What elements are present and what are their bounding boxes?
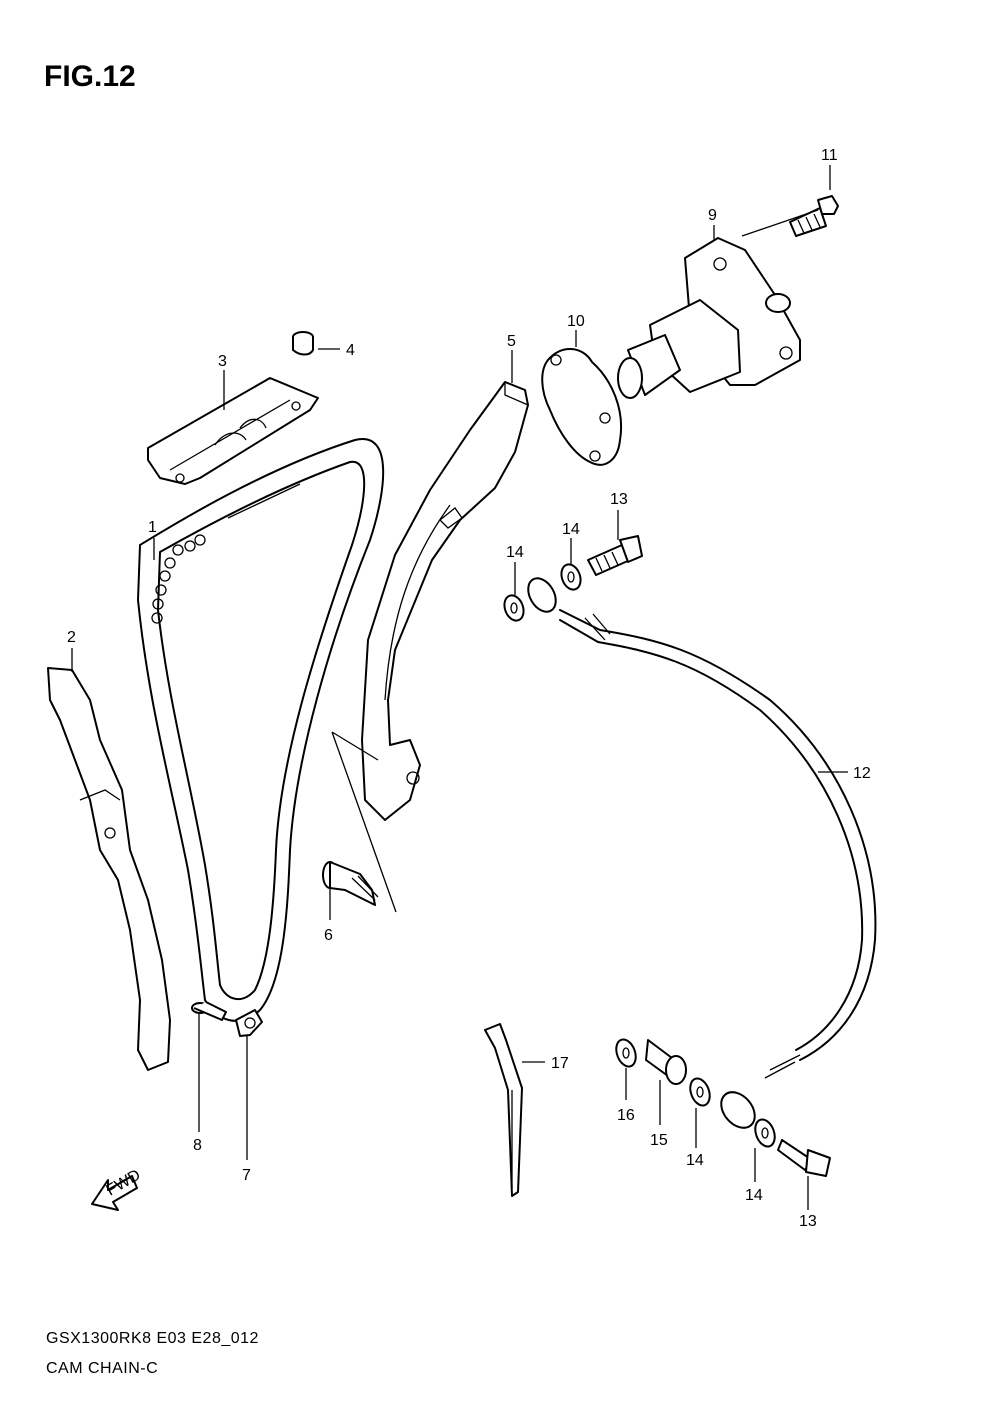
cam-chain-guide-rear: [47, 667, 171, 1071]
callout-5: 5: [507, 333, 516, 350]
caption-model-code: GSX1300RK8 E03 E28_012: [46, 1330, 259, 1347]
callout-14-d: 14: [745, 1187, 763, 1204]
washer-14: [503, 563, 776, 1148]
callout-13-upper: 13: [610, 491, 628, 508]
fwd-arrow-icon: FWD: [91, 1167, 144, 1211]
bolt-13-lower: [777, 1139, 831, 1177]
callout-15: 15: [650, 1132, 668, 1149]
gasket-10: [541, 348, 622, 466]
callout-10: 10: [567, 313, 585, 330]
leader-lines: [71, 165, 848, 1210]
callout-8: 8: [193, 1137, 202, 1154]
callout-17: 17: [551, 1055, 569, 1072]
bolt-8: [191, 1001, 227, 1021]
cam-chain-tensioner: [617, 237, 801, 399]
washer-16: [615, 1038, 637, 1068]
callout-2: 2: [67, 629, 76, 646]
callout-4: 4: [346, 342, 355, 359]
clamp-17: [484, 1023, 523, 1197]
bolt-4: [292, 331, 314, 356]
callout-9: 9: [708, 207, 717, 224]
callout-3: 3: [218, 353, 227, 370]
bolt-6: [322, 861, 379, 906]
callout-11: 11: [821, 147, 838, 164]
callout-1: 1: [148, 519, 157, 536]
callout-12: 12: [853, 765, 871, 782]
callout-7: 7: [242, 1167, 251, 1184]
bolt-13-upper: [587, 535, 643, 576]
callout-16: 16: [617, 1107, 635, 1124]
cam-chain-guide-top: [147, 377, 319, 485]
tensioner-guide-front: [331, 381, 529, 913]
washer-7: [235, 1009, 263, 1037]
cam-chain: [137, 437, 385, 1022]
callout-14-a: 14: [506, 544, 524, 561]
hose-12: [527, 577, 877, 1129]
union-bolt-15: [645, 1039, 687, 1085]
callout-14-b: 14: [562, 521, 580, 538]
caption-section-name: CAM CHAIN-C: [46, 1360, 159, 1377]
callout-14-c: 14: [686, 1152, 704, 1169]
callout-numbers: 1 2 3 4 5 6 7 8 9 10 11 12 13 13 14 14 1…: [67, 147, 871, 1230]
callout-6: 6: [324, 927, 333, 944]
callout-13-lower: 13: [799, 1213, 817, 1230]
figure-title: FIG.12: [44, 60, 136, 93]
bolt-11: [789, 195, 839, 237]
